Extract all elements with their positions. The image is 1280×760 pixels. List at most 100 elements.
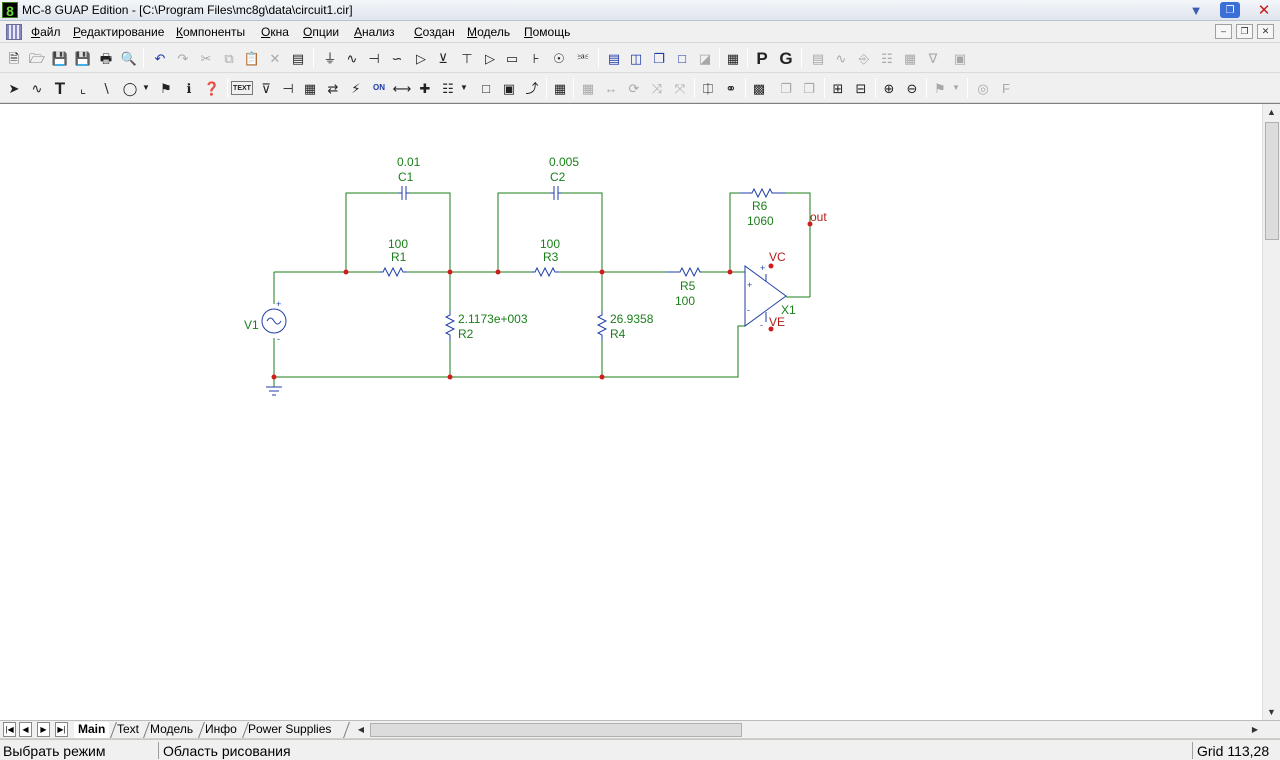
schematic-svg[interactable]: 0.01 C1 0.005 C2 100 R1 100 R3 2.1173e+0…: [0, 104, 1262, 721]
table-icon[interactable]: ▤: [811, 50, 825, 66]
restore-button[interactable]: ❐: [1220, 2, 1240, 18]
print-preview-icon[interactable]: 🔍: [120, 50, 138, 66]
zoom-out-icon[interactable]: ⊖: [906, 80, 918, 96]
shapes-dropdown-icon[interactable]: ▼: [142, 83, 150, 92]
color-fill-icon[interactable]: ⚑: [934, 80, 946, 96]
cascade-icon[interactable]: ▤: [607, 50, 621, 66]
probe-g-icon[interactable]: G: [779, 48, 793, 68]
tab-main[interactable]: Main: [74, 722, 110, 738]
menu-components[interactable]: Компоненты: [176, 25, 246, 39]
resistor-r1[interactable]: [379, 266, 407, 278]
select-all-icon[interactable]: ▤: [291, 50, 305, 66]
menu-help[interactable]: Помощь: [524, 25, 571, 39]
find-icon[interactable]: ⎅: [702, 80, 714, 96]
flip-y-icon[interactable]: ⤧: [674, 80, 686, 96]
opamp-icon[interactable]: ▷: [485, 50, 495, 66]
tile-horizontal-icon[interactable]: ❐: [653, 50, 665, 66]
mdi-minimize-button[interactable]: –: [1215, 24, 1232, 39]
cursor-step-icon[interactable]: ⤴: [525, 80, 539, 96]
last-page-icon[interactable]: ▶|: [55, 722, 68, 737]
bring-front-icon[interactable]: ❐: [780, 80, 792, 96]
resistor-r2[interactable]: [444, 311, 456, 341]
send-back-icon[interactable]: ❐: [803, 80, 815, 96]
inductor-icon[interactable]: ∽: [391, 50, 403, 66]
next-page-icon[interactable]: ▶: [37, 722, 50, 737]
mdi-close-button[interactable]: ✕: [1257, 24, 1274, 39]
info-icon[interactable]: ℹ: [186, 80, 192, 96]
wire-mode-icon[interactable]: ∿: [31, 80, 43, 96]
capacitor-c2[interactable]: [550, 186, 562, 200]
properties-icon[interactable]: ▦: [553, 80, 567, 96]
node-numbers-icon[interactable]: ⊽: [261, 80, 271, 96]
scroll-up-icon[interactable]: ▲: [1267, 107, 1276, 117]
zoom-in-icon[interactable]: ⊕: [883, 80, 895, 96]
grid-icon[interactable]: ☷: [442, 80, 454, 96]
diagonal-wire-icon[interactable]: ∖: [101, 80, 111, 96]
pin-markers-icon[interactable]: ⟷: [392, 80, 412, 96]
on-state-icon[interactable]: ON: [373, 83, 385, 92]
save-icon[interactable]: 💾: [51, 50, 69, 66]
delete-icon[interactable]: ✕: [269, 50, 281, 66]
copy-icon[interactable]: ⧉: [224, 50, 234, 66]
shapes-icon[interactable]: ◯: [122, 80, 138, 96]
capacitor-c1[interactable]: [398, 186, 410, 200]
title-block-icon[interactable]: ▣: [502, 80, 516, 96]
open-folder-icon[interactable]: 🗁: [28, 50, 46, 66]
current-icon[interactable]: ⇄: [327, 80, 339, 96]
orthogonal-wire-icon[interactable]: ⌞: [79, 80, 87, 96]
power-icon[interactable]: ⚡: [351, 80, 361, 96]
select-arrow-icon[interactable]: ➤: [8, 80, 20, 96]
cut-icon[interactable]: ✂: [200, 50, 212, 66]
scroll-down-icon[interactable]: ▼: [1267, 707, 1276, 717]
pulse-source-icon[interactable]: ⎃: [577, 50, 589, 66]
bjt-icon[interactable]: ⊻: [438, 50, 448, 66]
source-icon[interactable]: ☉: [553, 50, 565, 66]
border-icon[interactable]: □: [482, 80, 490, 96]
menu-file[interactable]: Файл: [31, 25, 61, 39]
probe-p-icon[interactable]: P: [756, 48, 768, 68]
horizontal-scrollbar[interactable]: ◀ ▶: [352, 722, 1262, 738]
remove-page-icon[interactable]: ⊟: [855, 80, 867, 96]
paste-icon[interactable]: 📋: [243, 50, 261, 66]
capacitor-icon[interactable]: ⊣: [368, 50, 380, 66]
probe-icon[interactable]: ☷: [881, 50, 893, 66]
help-pointer-icon[interactable]: ❓: [203, 80, 221, 96]
calculator-icon[interactable]: ▦: [726, 50, 740, 66]
menu-windows[interactable]: Окна: [261, 25, 289, 39]
first-page-icon[interactable]: |◀: [3, 722, 16, 737]
new-file-icon[interactable]: 🗎: [8, 50, 20, 66]
text-mode-button[interactable]: TEXT: [231, 81, 253, 95]
add-page-icon[interactable]: ⊞: [832, 80, 844, 96]
text-tool-icon[interactable]: T: [54, 78, 66, 98]
grid-dropdown-icon[interactable]: ▼: [460, 83, 468, 92]
pin-connections-icon[interactable]: ⊣: [282, 80, 294, 96]
rotate-icon[interactable]: ⟳: [628, 80, 640, 96]
menu-options[interactable]: Опции: [303, 25, 340, 39]
ground-symbol[interactable]: [266, 386, 282, 396]
scroll-left-icon[interactable]: ◀: [357, 725, 365, 734]
menu-edit[interactable]: Редактирование: [73, 25, 165, 39]
redo-icon[interactable]: ↷: [177, 50, 189, 66]
window-icon[interactable]: □: [678, 50, 686, 66]
flip-x-icon[interactable]: ⤨: [651, 80, 663, 96]
menu-model[interactable]: Модель: [467, 25, 511, 39]
diode-icon[interactable]: ▷: [416, 50, 426, 66]
crosshair-icon[interactable]: ✚: [419, 80, 431, 96]
resistor-r4[interactable]: [596, 311, 608, 341]
waveform-icon[interactable]: ∿: [835, 50, 847, 66]
monitor-icon[interactable]: ▩: [752, 80, 766, 96]
document-icon[interactable]: [6, 24, 22, 40]
node-voltages-icon[interactable]: ▦: [303, 80, 317, 96]
resistor-icon[interactable]: ∿: [346, 50, 358, 66]
resistor-r5[interactable]: [666, 266, 702, 278]
tab-power-supplies[interactable]: Power Supplies: [248, 722, 332, 736]
font-icon[interactable]: F: [1002, 80, 1010, 96]
display-icon[interactable]: ▦: [903, 50, 917, 66]
voltage-source-v1[interactable]: [261, 308, 287, 334]
drawing-area[interactable]: 0.01 C1 0.005 C2 100 R1 100 R3 2.1173e+0…: [0, 103, 1280, 721]
tab-info[interactable]: Инфо: [205, 722, 237, 736]
zoom-box-icon[interactable]: ▣: [953, 50, 967, 66]
undo-icon[interactable]: ↶: [154, 50, 166, 66]
scope-icon[interactable]: ⎆: [858, 50, 870, 66]
minimize-button[interactable]: ▼: [1189, 2, 1203, 18]
